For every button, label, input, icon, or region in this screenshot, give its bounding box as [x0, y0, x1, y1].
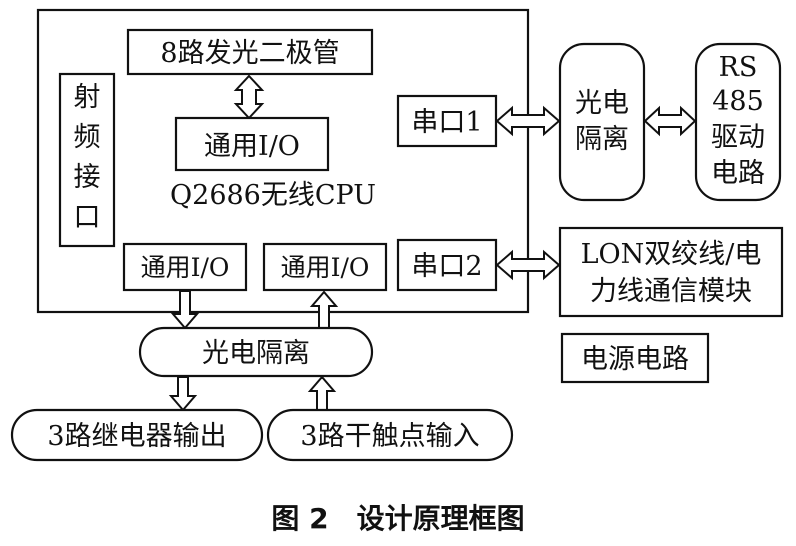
gpio-top-label: 通用I/O	[204, 131, 300, 162]
gpio-left-label: 通用I/O	[141, 253, 230, 282]
opto-right-line-1: 光电	[575, 88, 629, 119]
power-circuit-box	[560, 332, 710, 384]
gpio-mid-box	[262, 242, 388, 292]
uart1-label: 串口1	[411, 107, 482, 138]
contact-input-label: 3路干触点输入	[300, 421, 479, 452]
opto-right-box	[558, 42, 646, 202]
rf-char-3: 接	[74, 162, 101, 193]
contact-input-box	[266, 408, 514, 462]
rf-char-2: 频	[74, 122, 101, 153]
rs485-line-3: 驱动	[711, 122, 765, 153]
uart2-box	[396, 238, 498, 292]
power-circuit-label: 电源电路	[581, 344, 689, 375]
lon-module-box	[558, 226, 784, 318]
rs485-line-1: RS	[719, 52, 758, 83]
gpio-top-box	[174, 116, 330, 172]
rf-char-4: 口	[74, 202, 101, 233]
rs485-line-4: 电路	[711, 158, 765, 189]
relay-down-arrow	[168, 376, 198, 412]
opto-rs485-arrow	[643, 105, 697, 137]
opto-bottom-label: 光电隔离	[202, 338, 310, 369]
figure-caption: 图 2 设计原理框图	[271, 502, 524, 535]
contact-up-arrow	[307, 375, 337, 411]
lon-line-2: 力线通信模块	[590, 276, 752, 307]
opto-bottom-box	[138, 326, 374, 378]
relay-output-label: 3路继电器输出	[47, 421, 226, 452]
led-label: 8路发光二极管	[160, 38, 339, 69]
rs485-driver-box	[694, 42, 782, 202]
opto-right-line-2: 隔离	[575, 124, 629, 155]
led-box	[126, 28, 374, 76]
gpio-left-down-arrow	[170, 290, 200, 330]
gpio-mid-label: 通用I/O	[281, 253, 370, 282]
uart1-box	[396, 94, 498, 148]
uart2-label: 串口2	[411, 251, 482, 282]
rs485-line-2: 485	[712, 86, 764, 117]
lon-line-1: LON双绞线/电	[581, 239, 762, 270]
rf-interface-box	[58, 72, 116, 248]
gpio-left-box	[122, 242, 248, 292]
cpu-label: Q2686无线CPU	[170, 180, 376, 211]
relay-output-box	[10, 408, 264, 462]
rf-char-1: 射	[74, 82, 101, 113]
